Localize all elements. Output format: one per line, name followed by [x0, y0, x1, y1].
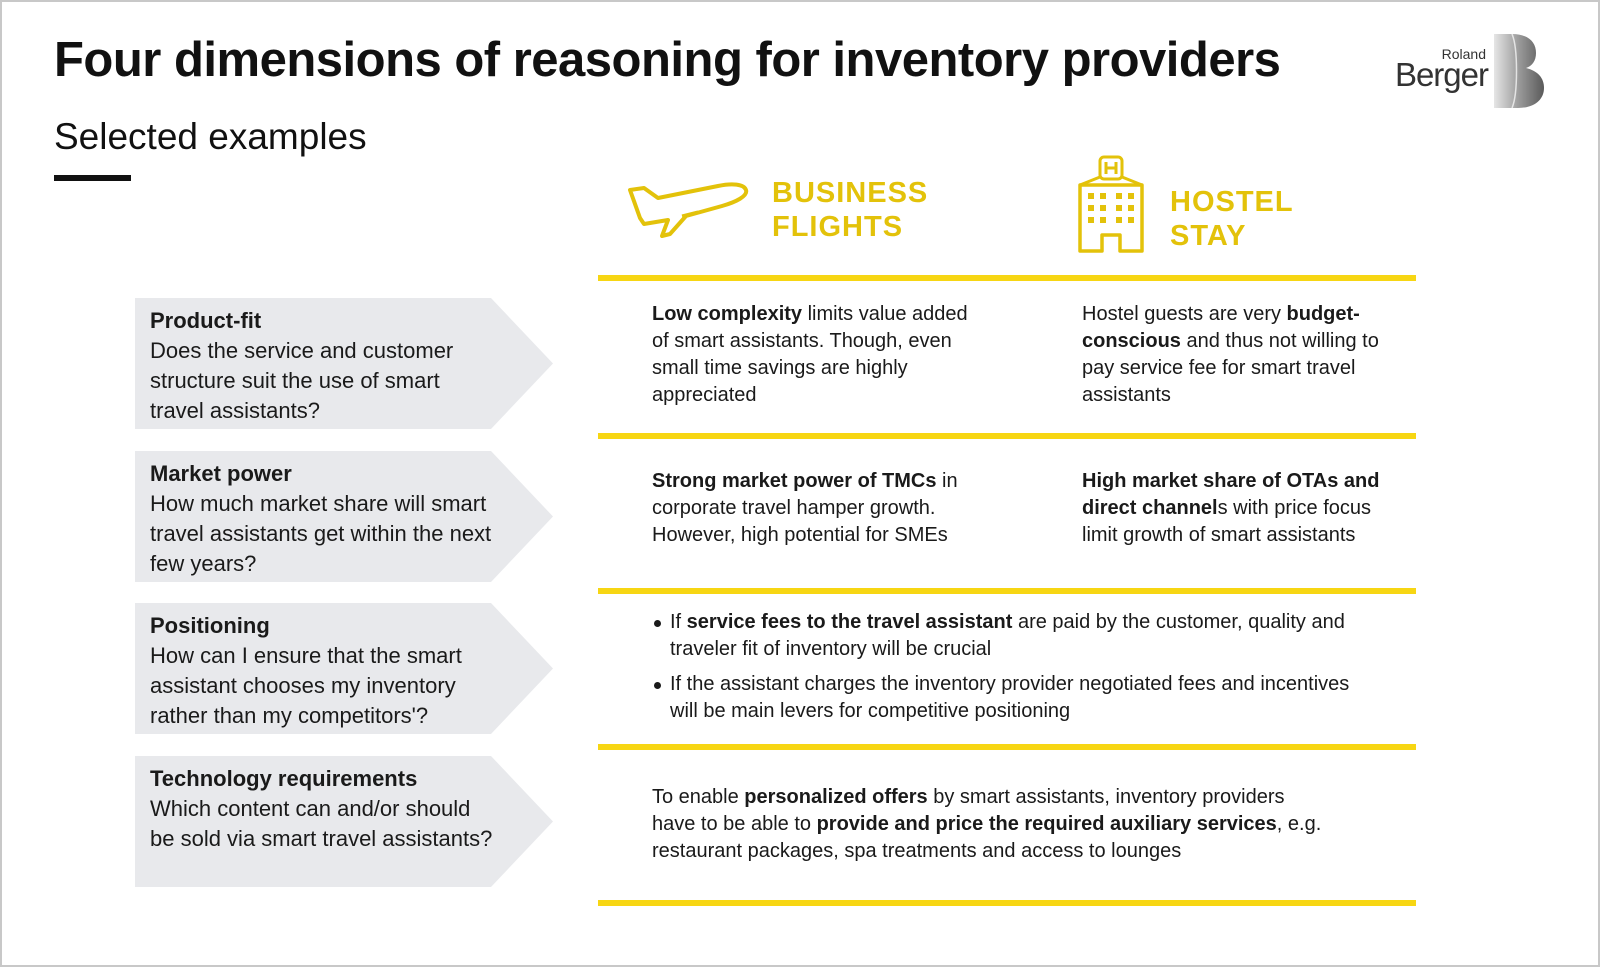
dimension-chevron-technology-requirements: Technology requirements Which content ca…	[135, 756, 553, 887]
dimension-title: Product-fit	[150, 308, 262, 333]
emphasis-text: budget-conscious	[1082, 303, 1360, 352]
divider-top	[598, 275, 1416, 281]
body-text: in corporate travel hamper growth. Howev…	[652, 470, 958, 546]
emphasis-text: Low complexity	[652, 303, 803, 325]
logo-line-2: Berger	[1394, 56, 1489, 93]
positioning-bullet-list: If service fees to the travel assistant …	[652, 609, 1352, 733]
body-text: If	[670, 611, 687, 633]
page-subtitle: Selected examples	[54, 116, 367, 157]
dimension-title: Technology requirements	[150, 766, 418, 791]
body-text: by smart assistants, inventory providers…	[652, 786, 1285, 835]
bullet-text: If service fees to the travel assistant …	[670, 611, 1345, 660]
divider-bottom	[598, 900, 1416, 906]
airplane-icon	[628, 182, 749, 238]
hotel-building-icon	[1078, 155, 1144, 253]
divider-3	[598, 744, 1416, 750]
dimension-question: How can I ensure that the smart assistan…	[150, 643, 462, 728]
page-title: Four dimensions of reasoning for invento…	[54, 33, 1281, 87]
logo-b-mark-icon	[1494, 34, 1544, 108]
bullet-dot	[654, 620, 661, 627]
subtitle-underline	[54, 175, 131, 181]
column-header-business-flights: BUSINESS FLIGHTS	[626, 176, 928, 244]
column-label-hostel-stay: HOSTEL STAY	[1170, 186, 1294, 252]
body-text: Hostel guests are very	[1082, 303, 1287, 325]
body-text: s with price focus limit growth of smart…	[1082, 497, 1371, 546]
dimension-title: Positioning	[150, 613, 270, 638]
body-text: To enable	[652, 786, 745, 808]
body-text: If the assistant charges the inventory p…	[670, 673, 1350, 722]
cell-product-fit-flights: Low complexity limits value added of sma…	[652, 301, 982, 409]
column-header-hostel-stay: HOSTEL STAY	[1076, 155, 1294, 253]
bullet-dot	[654, 682, 661, 689]
body-text: , e.g. restaurant packages, spa treatmen…	[652, 813, 1322, 862]
bullet-item: If the assistant charges the inventory p…	[652, 671, 1352, 725]
emphasis-text: service fees to the travel assistant	[686, 611, 1013, 633]
logo-line-1: Roland	[1441, 46, 1486, 62]
emphasis-text: High market share of OTAs and direct cha…	[1082, 470, 1380, 519]
dimension-chevron-market-power: Market power How much market share will …	[135, 451, 553, 582]
body-text: limits value added of smart assistants. …	[652, 303, 968, 406]
dimension-title: Market power	[150, 461, 292, 486]
emphasis-text: provide and price the required auxiliary…	[816, 813, 1277, 835]
body-text: are paid by the customer, quality and tr…	[670, 611, 1345, 660]
cell-technology-requirements: To enable personalized offers by smart a…	[652, 784, 1332, 865]
dimension-chevron-positioning: Positioning How can I ensure that the sm…	[135, 603, 553, 734]
cell-product-fit-hostel: Hostel guests are very budget-conscious …	[1082, 301, 1412, 409]
emphasis-text: Strong market power of TMCs	[652, 470, 937, 492]
divider-2	[598, 588, 1416, 594]
bullet-text: If the assistant charges the inventory p…	[670, 673, 1349, 722]
column-label-business-flights: BUSINESS FLIGHTS	[772, 177, 929, 243]
roland-berger-logo: Roland Berger	[1394, 34, 1550, 108]
cell-market-power-flights: Strong market power of TMCs in corporate…	[652, 468, 982, 549]
dimension-question: Does the service and customer structure …	[150, 338, 454, 423]
bullet-item: If service fees to the travel assistant …	[652, 609, 1352, 663]
dimension-question: How much market share will smart travel …	[150, 491, 492, 576]
cell-market-power-hostel: High market share of OTAs and direct cha…	[1082, 468, 1412, 549]
divider-1	[598, 433, 1416, 439]
body-text: and thus not willing to pay service fee …	[1082, 330, 1379, 406]
emphasis-text: personalized offers	[744, 786, 928, 808]
dimension-chevron-product-fit: Product-fit Does the service and custome…	[135, 298, 553, 429]
dimension-question: Which content can and/or should be sold …	[150, 796, 493, 851]
